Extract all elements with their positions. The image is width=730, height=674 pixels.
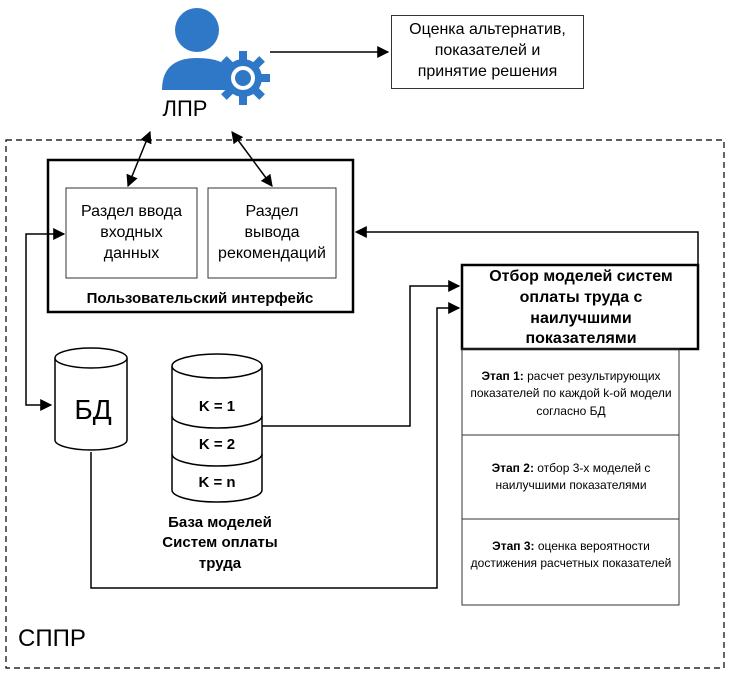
arrow-ui-db [25,228,66,411]
input-section-line: входных [100,223,163,241]
evaluation-line: Оценка альтернатив, [409,21,566,38]
decision-maker-label: ЛПР [162,96,208,121]
model-item: K = n [198,474,236,491]
stage-3-text: оценка вероятности достижения расчетных … [470,539,672,571]
selection-title-line: наилучшими [530,309,632,327]
db-cylinder-icon [54,347,128,451]
stage-2: Этап 2: отбор 3-х моделей с наилучшими п… [464,460,678,495]
input-section-line: данных [103,244,160,262]
input-section-line: Раздел ввода [81,203,182,220]
selection-title: Отбор моделей систем оплаты труда с наил… [463,267,699,350]
evaluation-text: Оценка альтернатив, показателей и принят… [391,20,584,82]
stage-1-head: Этап 1: [481,369,524,383]
stage-1-text: расчет результирующих показателей по каж… [470,369,672,418]
output-section-line: вывода [244,223,300,241]
stage-3: Этап 3: оценка вероятности достижения ра… [464,538,678,573]
model-item: K = 2 [198,436,236,453]
selection-title-line: Отбор моделей систем [489,268,673,285]
database-label: БД [74,394,112,425]
system-label: СППР [18,625,86,652]
evaluation-line: показателей и [434,41,541,59]
arrow-db-to-selection [90,302,461,589]
output-section-text: Раздел вывода рекомендаций [208,202,336,264]
models-db-label-line: База моделей [168,514,272,531]
models-db-label: База моделей Систем оплаты труда [130,513,310,574]
output-section-line: Раздел [245,203,299,220]
selection-title-line: оплаты труда с [519,288,643,306]
models-db-icon [171,353,263,503]
stages-box [461,348,680,606]
input-section-text: Раздел ввода входных данных [66,202,197,264]
stage-2-text: отбор 3-х моделей с наилучшими показател… [495,461,651,493]
model-item: K = 1 [198,398,236,415]
selection-title-line: показателями [525,330,637,348]
stage-2-head: Этап 2: [491,461,534,475]
stage-1: Этап 1: расчет результирующих показателе… [464,368,678,420]
input-section-box [65,187,198,279]
arrow-models-to-selection [262,280,461,427]
models-db-label-line: труда [198,554,242,572]
evaluation-line: принятие решения [417,62,558,80]
user-gear-icon [162,8,270,105]
models-db-label-line: Систем оплаты [162,534,278,552]
output-section-line: рекомендаций [218,244,326,262]
sppr-boundary [5,139,725,669]
output-section-box [207,187,337,279]
evaluation-box [391,15,584,89]
user-interface-label: Пользовательский интерфейс [86,290,314,307]
stage-3-head: Этап 3: [492,539,535,553]
arrow-selection-to-ui [354,226,699,307]
